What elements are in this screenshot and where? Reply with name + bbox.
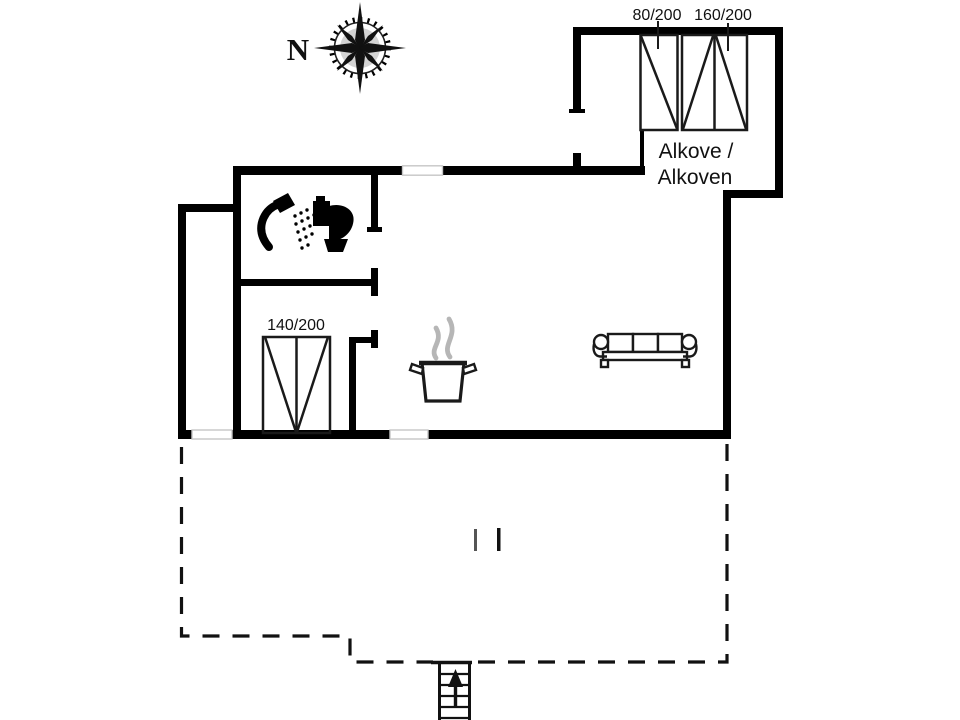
compass-rose-icon: [314, 2, 406, 94]
window-symbol: [389, 429, 429, 440]
bed-label-leaders: [657, 21, 729, 51]
window-symbol: [191, 429, 233, 440]
spray-dots: [293, 208, 318, 250]
bedroom-bed-140x200: [261, 335, 332, 435]
stairs-icon: [431, 660, 472, 720]
interior-walls: [237, 170, 382, 435]
alcove-label-line2: Alkoven: [658, 166, 733, 189]
alcove-bed-80x200: [639, 33, 679, 132]
steam-icon: [431, 316, 455, 361]
window-symbols: [191, 165, 444, 440]
bed-size-label-140: 140/200: [267, 317, 325, 334]
sofa-icon: [592, 332, 698, 369]
bed-size-label-80: 80/200: [633, 7, 682, 24]
terrace-post-marks: [474, 528, 501, 551]
compass-north-label: N: [287, 32, 309, 67]
toilet-icon: [313, 196, 354, 252]
alcove-label-line1: Alkove /: [659, 140, 734, 163]
bed-size-label-160: 160/200: [694, 7, 752, 24]
terrace-outline: [179, 444, 729, 664]
alcove-bed-160x200: [680, 33, 749, 132]
up-arrow-icon: [448, 669, 463, 707]
cooking-pot-icon: [408, 316, 478, 403]
outer-walls: [178, 27, 783, 439]
window-symbol: [401, 165, 444, 176]
shower-icon: [257, 193, 318, 251]
